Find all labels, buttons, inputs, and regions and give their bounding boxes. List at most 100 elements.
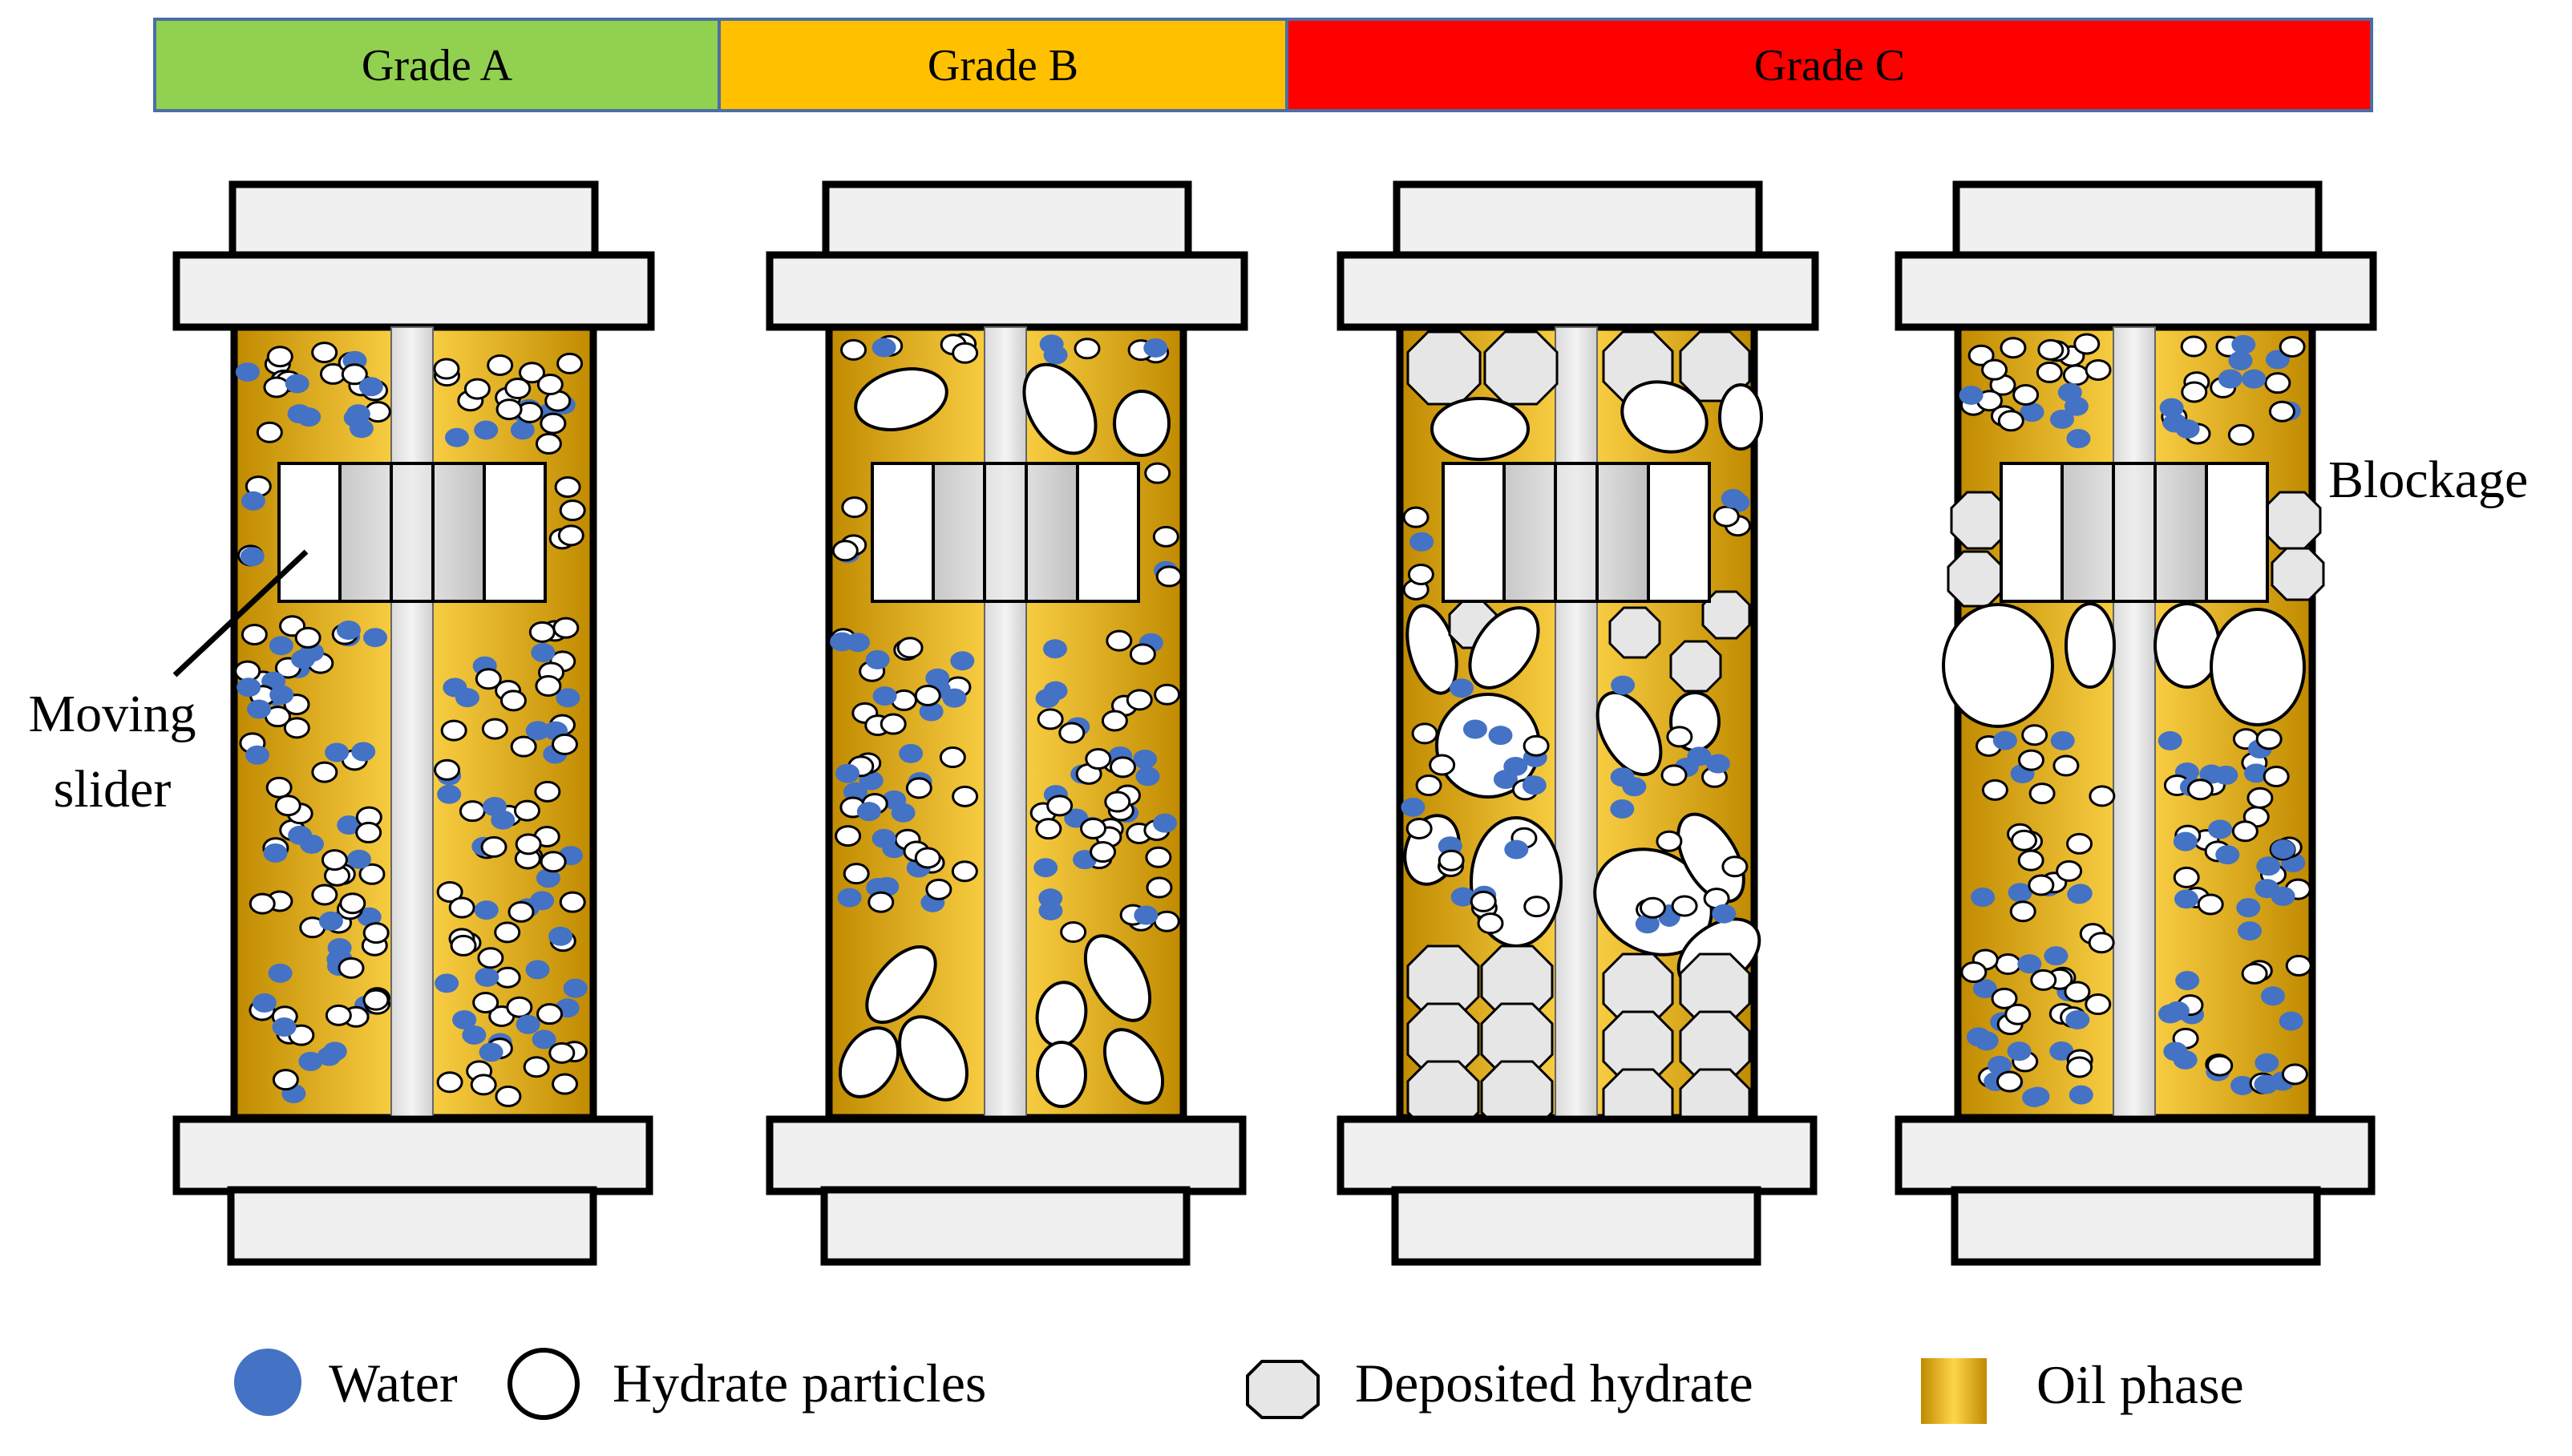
hydrate-particle [2004, 1003, 2032, 1025]
grade-a-label: Grade A [362, 41, 513, 91]
hydrate-particle [1981, 779, 2008, 801]
hydrate-particle-icon [508, 1348, 580, 1420]
hydrate-particle [939, 746, 966, 769]
hydrate-particle [1129, 643, 1156, 665]
water-droplet [269, 636, 293, 656]
hydrate-agglomerate [1595, 690, 1663, 777]
hydrate-agglomerate [1102, 1028, 1165, 1105]
hydrate-particle [495, 398, 523, 421]
water-droplet [317, 1046, 342, 1066]
hydrate-particle [1074, 338, 1101, 360]
water-droplet [1712, 904, 1737, 924]
water-droplet [2069, 1085, 2093, 1105]
hydrate-agglomerate [2210, 608, 2306, 726]
hydrate-particle [2030, 969, 2057, 991]
hydrate-particle [835, 825, 862, 847]
cell-top-cap [1895, 180, 2377, 331]
hydrate-particle [1402, 506, 1430, 528]
hydrate-particle [1967, 344, 1995, 366]
hydrate-particle [1145, 846, 1172, 868]
water-droplet [291, 649, 316, 669]
hydrate-particle [540, 851, 567, 873]
hydrate-particle [362, 922, 390, 944]
hydrate-particle [2012, 383, 2040, 406]
hydrate-particle [905, 777, 932, 799]
legend-oil-phase-label: Oil phase [2036, 1354, 2244, 1415]
water-droplet [2174, 889, 2199, 909]
hydrate-particle [1639, 896, 1666, 919]
water-droplet [1042, 639, 1067, 659]
hydrate-agglomerate [1430, 397, 1530, 461]
water-droplet [2049, 409, 2074, 429]
water-droplet [942, 688, 967, 708]
water-droplet [843, 782, 867, 802]
hydrate-particle [2036, 361, 2063, 383]
deposited-hydrate-block [1406, 330, 1482, 406]
hydrate-particle [1995, 953, 2022, 976]
particles [1942, 333, 2325, 1107]
water-droplet [287, 404, 312, 424]
grade-b-label: Grade B [928, 41, 1078, 91]
hydrate-agglomerate [898, 1015, 969, 1102]
hydrate-particle [241, 623, 268, 645]
cell-2-grade-b [766, 180, 1248, 1266]
hydrate-particle [2197, 893, 2224, 916]
hydrate-agglomerate [838, 1026, 900, 1098]
water-droplet [475, 967, 499, 987]
water-droplet [437, 784, 462, 804]
hydrate-particle [552, 1073, 579, 1095]
water-droplet [2159, 398, 2184, 418]
cell-1-grade-a [172, 180, 655, 1266]
hydrate-particle [2264, 372, 2291, 394]
water-droplet [2049, 1041, 2074, 1061]
water-droplet [872, 686, 897, 706]
hydrate-particle [1046, 795, 1074, 817]
water-droplet [2175, 419, 2200, 439]
deposited-hydrate-block [1669, 640, 1722, 693]
water-droplet [532, 1029, 556, 1050]
hydrate-particle [2052, 754, 2080, 777]
hydrate-particle [2066, 1056, 2093, 1078]
hydrate-particle [311, 761, 338, 783]
water-droplet [1705, 754, 1730, 774]
water-droplet [263, 843, 288, 863]
hydrate-agglomerate [1468, 606, 1540, 690]
hydrate-particle [463, 378, 491, 400]
water-droplet [491, 810, 516, 830]
hydrate-particle [433, 358, 460, 380]
water-droplet [435, 973, 459, 993]
hydrate-particle [1152, 525, 1179, 548]
hydrate-particle [266, 346, 293, 368]
water-droplet [327, 938, 352, 958]
hydrate-particle [843, 863, 870, 885]
particles [830, 333, 1183, 1108]
deposited-hydrate-block [1701, 590, 1751, 640]
hydrate-particle [2231, 820, 2259, 843]
hydrate-particle [1996, 1070, 2023, 1093]
water-droplet [1450, 887, 1475, 907]
hydrate-particle [477, 947, 504, 969]
hydrate-particle [510, 735, 537, 758]
hydrate-particle [1656, 830, 1683, 852]
water-droplet [1988, 1055, 2012, 1075]
water-droplet [865, 649, 890, 669]
hydrate-particle [2028, 783, 2056, 805]
moving-slider-leader-line [172, 549, 309, 677]
hydrate-particle [294, 626, 322, 649]
hydrate-particle [2206, 1054, 2234, 1077]
water-droplet [452, 1009, 477, 1029]
water-droplet [1134, 905, 1159, 925]
water-droplet [2008, 883, 2032, 903]
hydrate-particle [249, 892, 276, 915]
water-droplet [1503, 756, 1528, 776]
water-droplet [1039, 334, 1064, 354]
water-droplet [2230, 1075, 2255, 1095]
deposited-hydrate-block [2263, 491, 2322, 550]
hydrate-particle [2285, 954, 2312, 977]
hydrate-particle [1660, 764, 1688, 787]
water-droplet [2215, 845, 2240, 865]
hydrate-agglomerate [1083, 934, 1152, 1022]
water-droplet [1522, 775, 1547, 795]
hydrate-particle [2241, 962, 2268, 985]
